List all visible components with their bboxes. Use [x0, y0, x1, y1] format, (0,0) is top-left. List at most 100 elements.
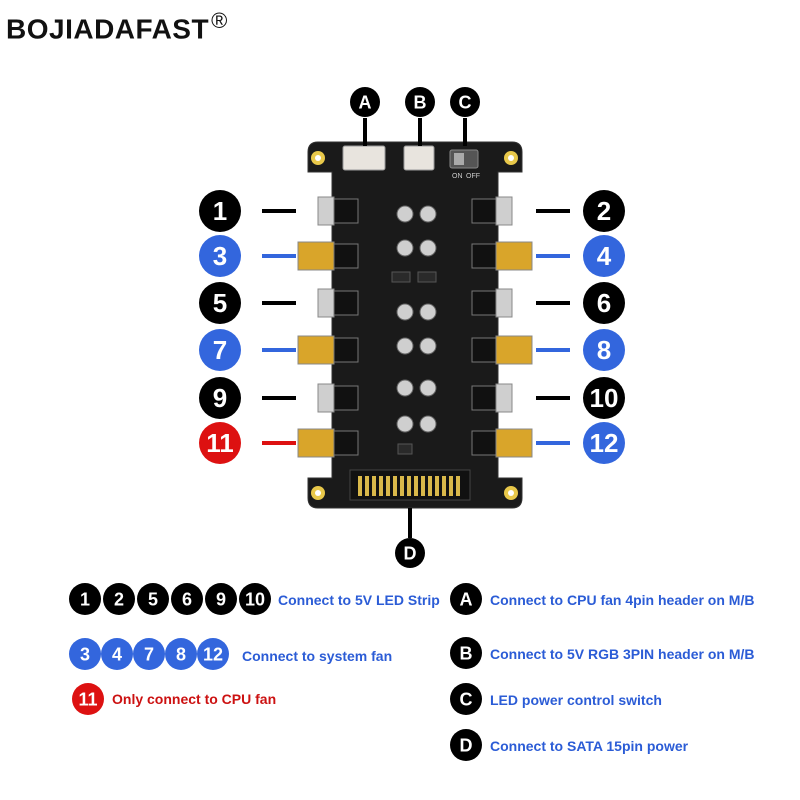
legend-letter-a: A — [450, 583, 482, 615]
left-port-header — [333, 337, 359, 363]
left-port-header — [333, 243, 359, 269]
legend-letter-c: C — [450, 683, 482, 715]
svg-text:D: D — [460, 735, 473, 755]
right-port-connector — [495, 383, 513, 413]
svg-text:A: A — [460, 589, 473, 609]
svg-text:4: 4 — [597, 241, 612, 271]
left-port-connector — [297, 241, 335, 271]
left-port-badge-7: 7 — [199, 329, 241, 371]
label-badge-b: B — [405, 87, 435, 117]
left-port-badge-11: 11 — [199, 422, 241, 464]
connector-a — [342, 145, 386, 171]
left-port-badge-9: 9 — [199, 377, 241, 419]
left-port-connector — [317, 196, 335, 226]
legend-cpu-text: Only connect to CPU fan — [112, 691, 277, 707]
legend-badge-12: 12 — [197, 638, 229, 670]
label-badge-d: D — [395, 538, 425, 568]
svg-text:10: 10 — [245, 589, 265, 609]
right-port-header — [471, 198, 497, 224]
right-port-header — [471, 290, 497, 316]
switch-off-label: OFF — [466, 173, 480, 180]
legend-letter-d: D — [450, 729, 482, 761]
svg-text:8: 8 — [597, 335, 611, 365]
legend-b-text: Connect to 5V RGB 3PIN header on M/B — [490, 646, 755, 662]
svg-text:7: 7 — [213, 335, 227, 365]
right-port-badge-10: 10 — [583, 377, 625, 419]
svg-text:C: C — [460, 689, 473, 709]
pcb-board: ON OFF — [307, 141, 523, 509]
svg-text:6: 6 — [597, 288, 611, 318]
svg-text:1: 1 — [80, 589, 90, 609]
svg-text:12: 12 — [203, 644, 223, 664]
svg-text:9: 9 — [216, 589, 226, 609]
svg-text:B: B — [414, 92, 427, 112]
svg-text:7: 7 — [144, 644, 154, 664]
left-port-header — [333, 430, 359, 456]
right-port-connector — [495, 196, 513, 226]
left-port-header — [333, 198, 359, 224]
legend-badge-10: 10 — [239, 583, 271, 615]
legend-c-text: LED power control switch — [490, 692, 662, 708]
right-port-badge-4: 4 — [583, 235, 625, 277]
legend-badge-6: 6 — [171, 583, 203, 615]
legend-letter-b: B — [450, 637, 482, 669]
right-port-connector — [495, 288, 513, 318]
label-badge-a: A — [350, 87, 380, 117]
svg-text:6: 6 — [182, 589, 192, 609]
legend-badge-8: 8 — [165, 638, 197, 670]
right-port-header — [471, 430, 497, 456]
svg-text:5: 5 — [213, 288, 227, 318]
brand-name: BOJIADAFAST — [6, 13, 210, 45]
right-port-header — [471, 337, 497, 363]
legend-fan-text: Connect to system fan — [242, 648, 393, 664]
svg-text:11: 11 — [78, 689, 97, 709]
svg-text:3: 3 — [80, 644, 90, 664]
legend-badge-9: 9 — [205, 583, 237, 615]
brand-logo: BOJIADAFAST® — [6, 8, 228, 45]
legend-badge-5: 5 — [137, 583, 169, 615]
svg-text:1: 1 — [213, 196, 227, 226]
fan-hub-diagram: ON OFF 1 3 5 7 9 11 2 4 6 8 10 12 A B C D — [199, 87, 625, 568]
svg-text:8: 8 — [176, 644, 186, 664]
legend-d-text: Connect to SATA 15pin power — [490, 738, 689, 754]
left-port-badge-1: 1 — [199, 190, 241, 232]
connector-b — [403, 145, 435, 171]
right-port-badge-12: 12 — [583, 422, 625, 464]
right-port-badge-2: 2 — [583, 190, 625, 232]
svg-text:9: 9 — [213, 383, 227, 413]
right-port-badge-8: 8 — [583, 329, 625, 371]
right-port-header — [471, 243, 497, 269]
right-port-connector — [495, 241, 533, 271]
label-badge-c: C — [450, 87, 480, 117]
switch-on-label: ON — [452, 173, 463, 180]
left-port-connector — [317, 383, 335, 413]
svg-text:2: 2 — [597, 196, 611, 226]
svg-text:C: C — [459, 92, 472, 112]
left-port-header — [333, 385, 359, 411]
svg-text:B: B — [460, 643, 473, 663]
left-port-badge-3: 3 — [199, 235, 241, 277]
svg-text:4: 4 — [112, 644, 122, 664]
right-port-header — [471, 385, 497, 411]
legend-badge-3: 3 — [69, 638, 101, 670]
legend-badge-1: 1 — [69, 583, 101, 615]
svg-text:11: 11 — [206, 428, 234, 458]
registered-mark: ® — [211, 8, 228, 33]
svg-text:5: 5 — [148, 589, 158, 609]
left-port-connector — [297, 335, 335, 365]
svg-text:12: 12 — [590, 428, 619, 458]
legend-badge-2: 2 — [103, 583, 135, 615]
svg-text:3: 3 — [213, 241, 227, 271]
left-port-connector — [317, 288, 335, 318]
svg-text:A: A — [359, 92, 372, 112]
left-port-badge-5: 5 — [199, 282, 241, 324]
legend-badge-11: 11 — [72, 683, 104, 715]
right-port-connector — [495, 428, 533, 458]
right-port-connector — [495, 335, 533, 365]
legend-led-text: Connect to 5V LED Strip — [278, 592, 440, 608]
svg-text:10: 10 — [590, 383, 619, 413]
svg-text:2: 2 — [114, 589, 124, 609]
legend-badge-7: 7 — [133, 638, 165, 670]
legend-a-text: Connect to CPU fan 4pin header on M/B — [490, 592, 755, 608]
